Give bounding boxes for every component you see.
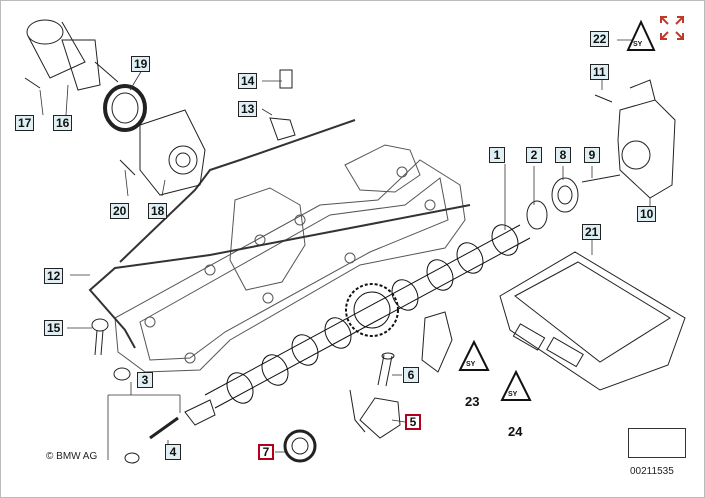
callout-13[interactable]: 13	[238, 101, 258, 117]
callout-9[interactable]: 9	[584, 147, 600, 163]
control-unit	[499, 251, 686, 391]
callout-23[interactable]: 23	[465, 394, 480, 409]
warning-triangle-icon	[458, 19, 656, 401]
callout-7[interactable]: 7	[258, 444, 274, 460]
callout-24[interactable]: 24	[508, 424, 523, 439]
callout-1[interactable]: 1	[489, 147, 505, 163]
oil-pipe	[88, 204, 471, 349]
svg-text:SY: SY	[466, 361, 476, 368]
callout-18[interactable]: 18	[148, 203, 168, 219]
servomotor	[24, 19, 119, 91]
copyright-label: © BMW AG	[46, 451, 98, 462]
callout-19[interactable]: 19	[131, 56, 151, 72]
svg-text:SY: SY	[508, 391, 518, 398]
eccentric-shaft-sensor	[594, 79, 676, 199]
callout-8[interactable]: 8	[555, 147, 571, 163]
mounting-flange	[119, 109, 206, 196]
callout-3[interactable]: 3	[137, 372, 153, 388]
callout-17[interactable]: 17	[15, 115, 35, 131]
expand-icon[interactable]	[658, 14, 686, 42]
cylinder-head-cover	[114, 144, 466, 373]
callout-4[interactable]: 4	[165, 444, 181, 460]
arrow-icon[interactable]	[628, 428, 686, 458]
callout-11[interactable]: 11	[590, 64, 609, 80]
callout-6[interactable]: 6	[403, 367, 419, 383]
callout-21[interactable]: 21	[582, 224, 602, 240]
callout-10[interactable]: 10	[637, 206, 657, 222]
callout-20[interactable]: 20	[110, 203, 130, 219]
svg-text:SY: SY	[633, 41, 643, 48]
callout-14[interactable]: 14	[238, 73, 258, 89]
callout-22[interactable]: 22	[590, 31, 610, 47]
camshaft	[204, 224, 531, 409]
callout-16[interactable]: 16	[53, 115, 73, 131]
figure-id: 00211535	[630, 466, 674, 477]
callout-5[interactable]: 5	[405, 414, 421, 430]
callout-2[interactable]: 2	[526, 147, 542, 163]
callout-12[interactable]: 12	[44, 268, 64, 284]
callout-15[interactable]: 15	[44, 320, 64, 336]
